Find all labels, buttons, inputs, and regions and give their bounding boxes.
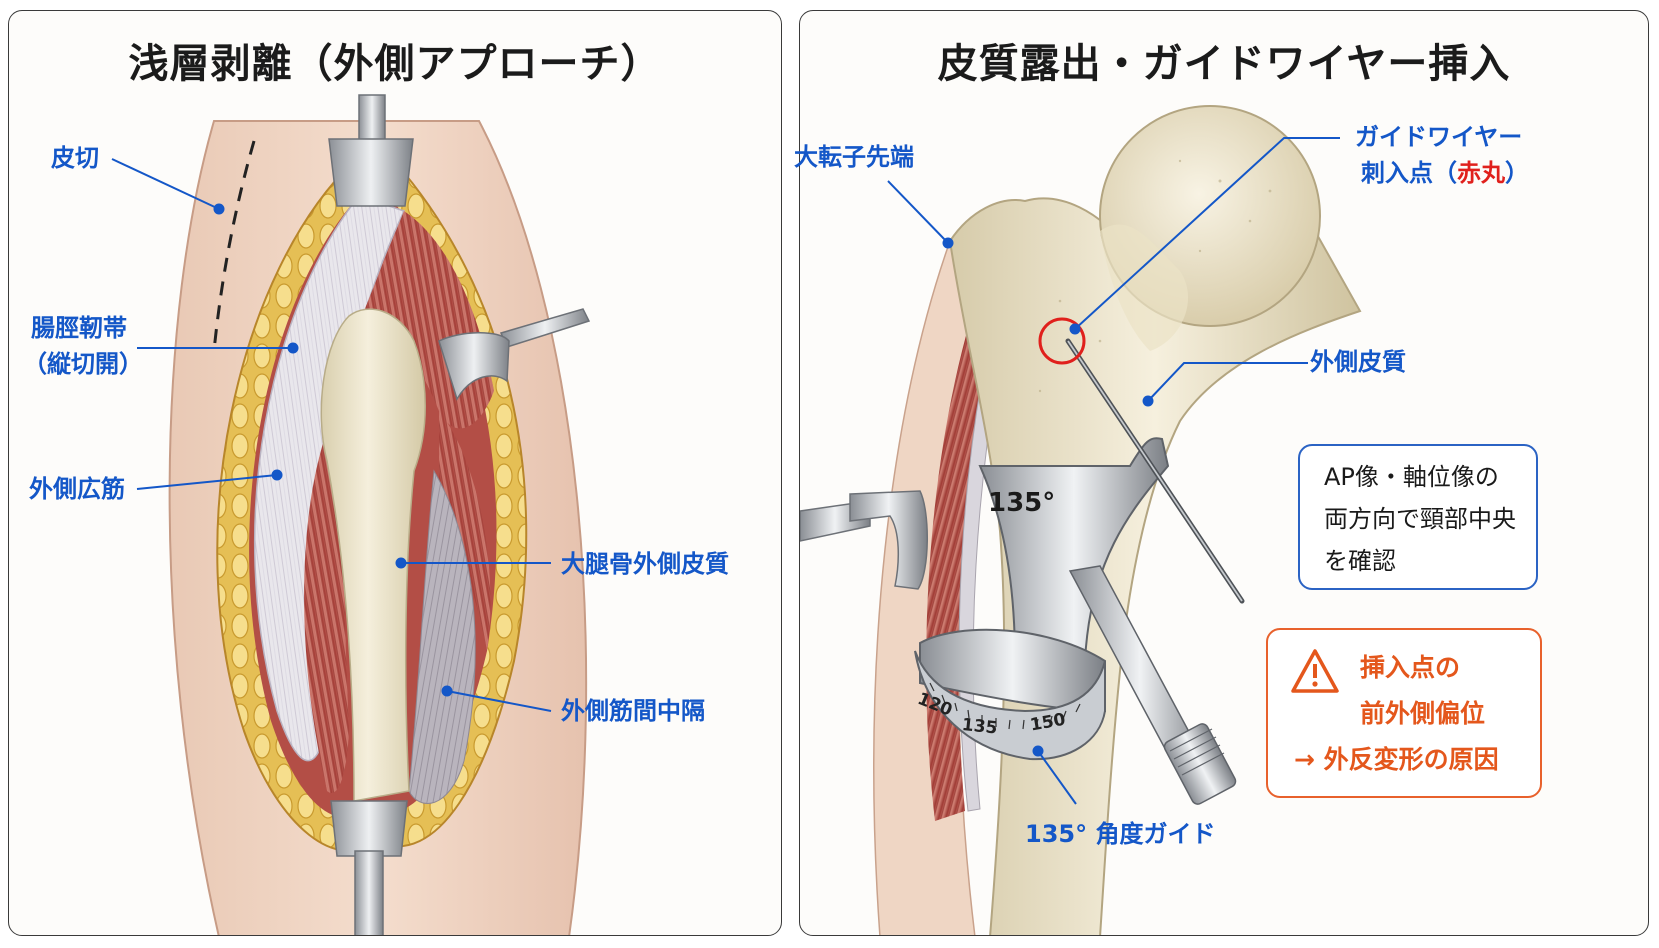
- guidewire-label: ガイドワイヤー: [1355, 123, 1523, 151]
- entry-point-label-red: 赤丸: [1457, 159, 1505, 187]
- entry-point-label-suffix: ）: [1505, 159, 1529, 187]
- guidewire-insertion-illustration: 120 135 150: [800, 105, 1362, 935]
- left-panel: 浅層剥離（外側アプローチ） 皮切 腸脛靭帯 （縦切開） 外側広筋 大腿骨外側皮質…: [8, 10, 782, 936]
- femur-lateral-cortex-label: 大腿骨外側皮質: [561, 550, 729, 578]
- info-line-2: 両方向で頸部中央: [1324, 505, 1516, 533]
- warning-line-3: → 外反変形の原因: [1294, 745, 1499, 774]
- entry-point-label-prefix: 刺入点（: [1361, 159, 1457, 187]
- lateral-approach-illustration: [111, 94, 591, 935]
- left-panel-title: 浅層剥離（外側アプローチ）: [128, 41, 662, 87]
- info-line-1: AP像・軸位像の: [1324, 463, 1499, 491]
- it-band-label: 腸脛靭帯: [31, 314, 127, 342]
- it-band-sublabel: （縦切開）: [23, 350, 143, 378]
- lateral-cortex-label: 外側皮質: [1310, 348, 1406, 376]
- warning-triangle-icon: [1291, 649, 1339, 693]
- skin-incision-label: 皮切: [51, 144, 99, 172]
- warning-line-1: 挿入点の: [1360, 653, 1461, 682]
- warning-line-2: 前外側偏位: [1360, 699, 1486, 728]
- right-panel-title: 皮質露出・ガイドワイヤー挿入: [937, 41, 1511, 87]
- vastus-lateralis-label: 外側広筋: [29, 475, 125, 503]
- gauge-tick-135: 135: [961, 715, 998, 739]
- confirmation-info-box: AP像・軸位像の 両方向で頸部中央 を確認: [1298, 444, 1538, 590]
- info-line-3: を確認: [1324, 547, 1396, 575]
- entry-point-label: 刺入点（赤丸）: [1361, 156, 1529, 190]
- greater-trochanter-tip-label: 大転子先端: [794, 143, 914, 171]
- angle-guide-label: 135° 角度ガイド: [1025, 820, 1216, 848]
- lateral-intermuscular-septum-label: 外側筋間中隔: [561, 697, 705, 725]
- guide-angle-label: 135°: [988, 488, 1056, 518]
- warning-box: 挿入点の 前外側偏位 → 外反変形の原因: [1266, 628, 1542, 798]
